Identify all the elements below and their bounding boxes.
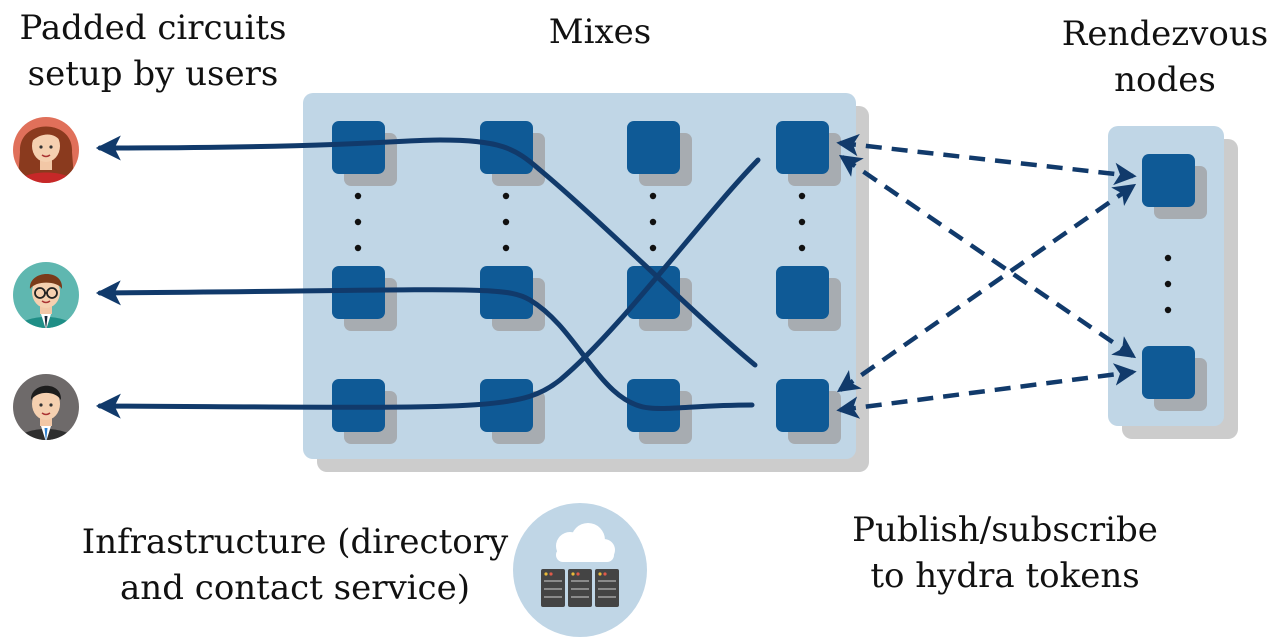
- mix-panel: [303, 93, 856, 459]
- infrastructure-label-line2: and contact service): [120, 567, 470, 608]
- mix-node-r2-c3: [776, 379, 841, 444]
- mix-ellipsis-dot-c3-1: [798, 218, 806, 226]
- mixes-label: Mixes: [520, 10, 680, 56]
- mix-node-r1-c3: [776, 266, 841, 331]
- rendezvous-label: Rendezvous nodes: [1060, 12, 1270, 104]
- mix-ellipsis-dot-c1-2: [502, 244, 510, 252]
- mix-ellipsis-dot-c1-1: [502, 218, 510, 226]
- circuit-arrow-user2: [95, 280, 755, 411]
- mix-node-r0-c3: [776, 121, 841, 186]
- mix-node-r2-c2: [627, 379, 692, 444]
- circuit-arrow-user1: [95, 135, 758, 368]
- users-label-line1: Padded circuits: [19, 8, 287, 48]
- mix-ellipsis-dot-c1-0: [502, 192, 510, 200]
- cloud-server-icon: [513, 503, 647, 637]
- rendezvous-ellipsis-dot-2: [1164, 306, 1172, 314]
- mix-node-r0-c0: [332, 121, 397, 186]
- pubsub-arrow-top-top: [836, 133, 1137, 186]
- mix-node-r0-c2: [627, 121, 692, 186]
- mix-ellipsis-dot-c2-1: [649, 218, 657, 226]
- rendezvous-ellipsis-dot-0: [1164, 254, 1172, 262]
- infrastructure-label-line1: Infrastructure (directory: [81, 522, 509, 562]
- ellipsis-dots: [354, 192, 1172, 314]
- mix-ellipsis-dot-c3-2: [798, 244, 806, 252]
- mix-ellipsis-dot-c3-0: [798, 192, 806, 200]
- users-label: Padded circuits setup by users: [18, 6, 288, 98]
- mix-ellipsis-dot-c0-2: [354, 244, 362, 252]
- mix-ellipsis-dot-c2-0: [649, 192, 657, 200]
- infrastructure-label: Infrastructure (directory and contact se…: [80, 520, 510, 612]
- pubsub-label-line1: Publish/subscribe: [852, 510, 1158, 550]
- rendezvous-label-line1: Rendezvous: [1061, 14, 1269, 54]
- pubsub-arrow-bottom-bottom: [836, 363, 1137, 419]
- rendezvous-node-top: [1142, 154, 1207, 219]
- rendezvous-node-bottom: [1142, 346, 1207, 411]
- mix-node-r1-c2: [627, 266, 692, 331]
- mix-node-r2-c1: [480, 379, 545, 444]
- pubsub-arrow-bottom-top: [836, 183, 1137, 393]
- mix-ellipsis-dot-c0-0: [354, 192, 362, 200]
- rendezvous-ellipsis-dot-1: [1164, 280, 1172, 288]
- rendezvous-nodes: [1142, 154, 1207, 411]
- mixes-label-text: Mixes: [548, 12, 652, 52]
- user-woman-icon: [13, 117, 79, 183]
- mix-node-r2-c0: [332, 379, 397, 444]
- user-man-glasses-icon: [13, 262, 79, 328]
- mix-ellipsis-dot-c2-2: [649, 244, 657, 252]
- user-man-suit-icon: [13, 374, 79, 440]
- users-label-line2: setup by users: [27, 53, 279, 94]
- pubsub-label-line2: to hydra tokens: [870, 555, 1140, 596]
- mix-ellipsis-dot-c0-1: [354, 218, 362, 226]
- pubsub-arrow-top-bottom: [838, 154, 1137, 359]
- circuit-arrow-user3: [95, 157, 761, 419]
- pubsub-label: Publish/subscribe to hydra tokens: [840, 508, 1170, 600]
- rendezvous-label-line2: nodes: [1114, 59, 1216, 100]
